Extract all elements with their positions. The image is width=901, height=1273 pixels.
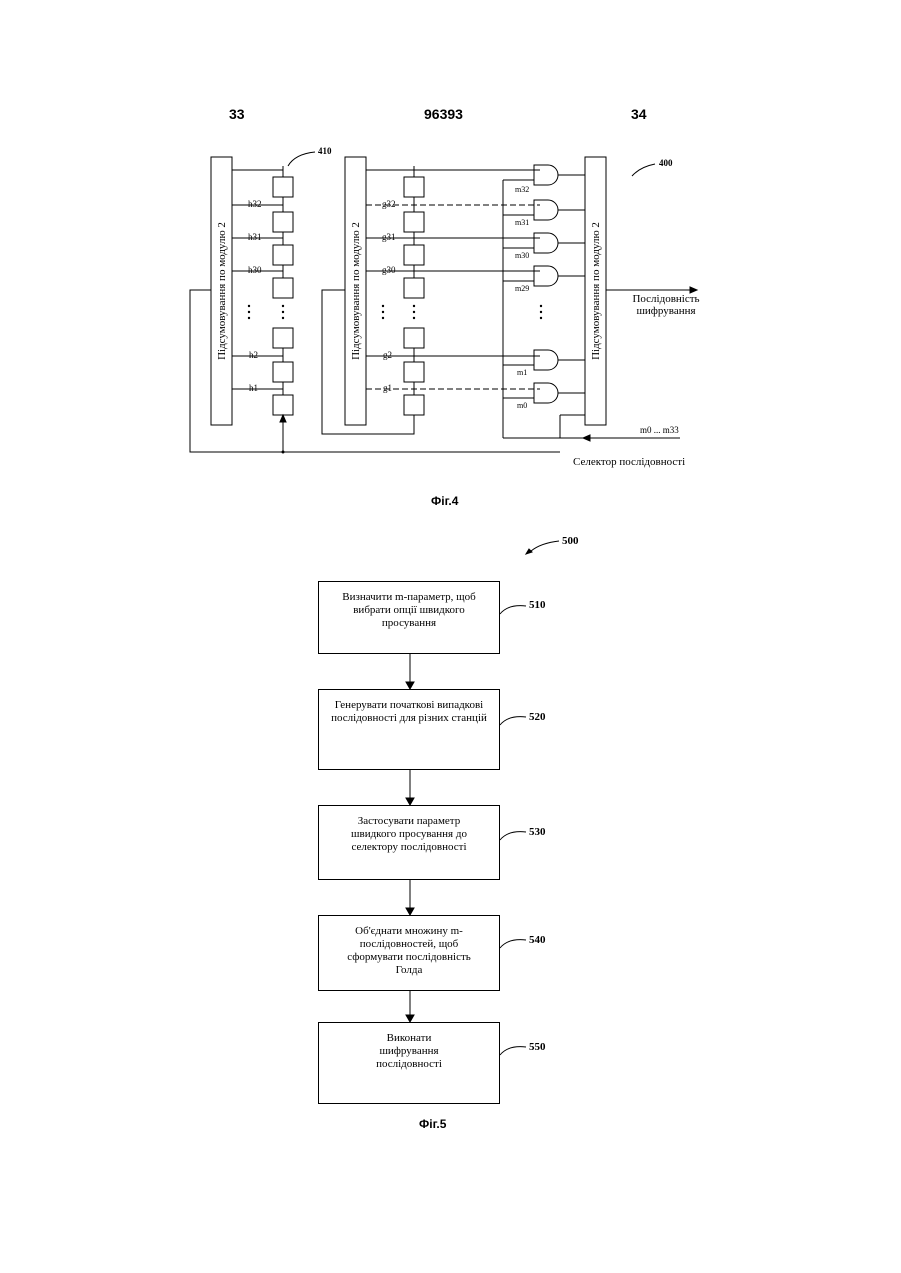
step-520: Генерувати початкові випадкові послідовн…: [318, 689, 500, 770]
step-text: Об'єднати множину m-послідовностей, щоб …: [319, 925, 499, 977]
step-510: Визначити m-параметр, щоб вибрати опції …: [318, 581, 500, 654]
ref-550: 550: [529, 1041, 546, 1053]
ref-500: 500: [562, 535, 579, 547]
step-text: Генерувати початкові випадкові послідовн…: [319, 699, 499, 725]
step-text: Виконати шифрування послідовності: [319, 1032, 499, 1071]
step-text: Визначити m-параметр, щоб вибрати опції …: [319, 591, 499, 630]
step-550: Виконати шифрування послідовності: [318, 1022, 500, 1104]
ref-530: 530: [529, 826, 546, 838]
fig5-caption: Фіг.5: [419, 1117, 446, 1131]
step-540: Об'єднати множину m-послідовностей, щоб …: [318, 915, 500, 991]
step-text: Застосувати параметр швидкого просування…: [319, 815, 499, 854]
ref-540: 540: [529, 934, 546, 946]
step-530: Застосувати параметр швидкого просування…: [318, 805, 500, 880]
ref-510: 510: [529, 599, 546, 611]
ref-520: 520: [529, 711, 546, 723]
